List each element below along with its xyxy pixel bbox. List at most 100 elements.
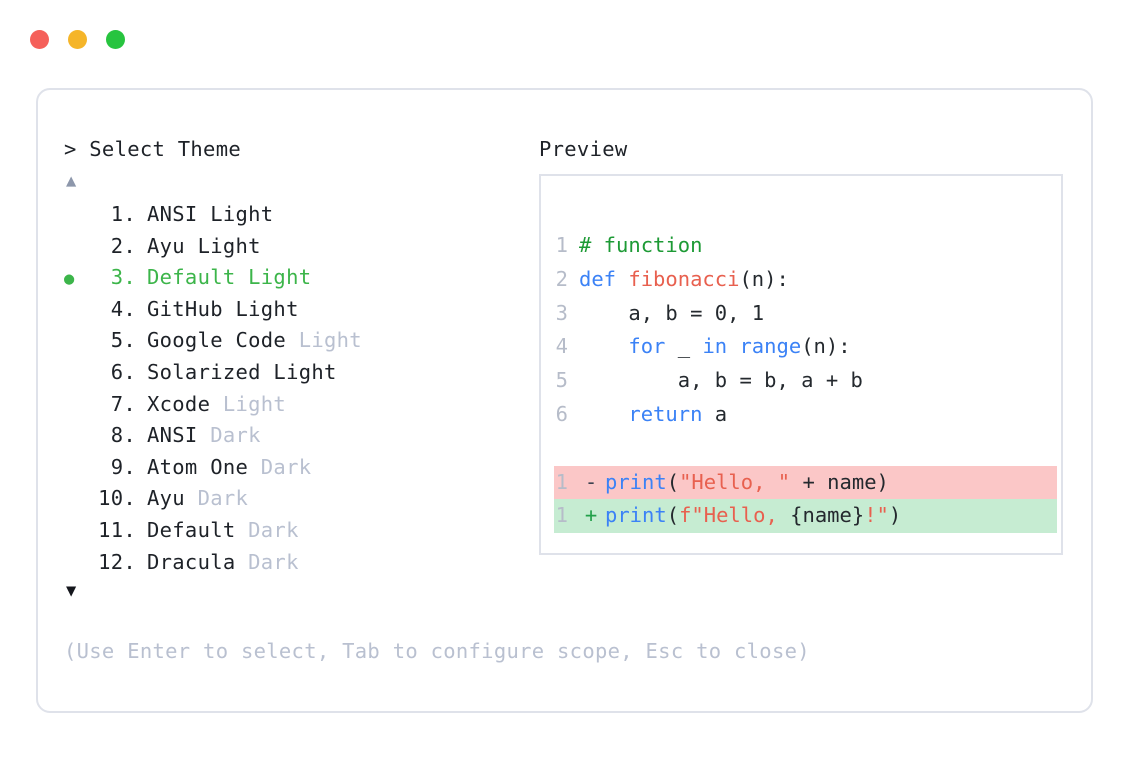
minimize-window-icon[interactable] xyxy=(68,29,87,49)
code-line: 4 for _ in range(n): xyxy=(554,330,1057,364)
theme-item-index: 6. xyxy=(110,359,136,384)
code-token: !" xyxy=(864,503,889,528)
theme-item-variant: Light xyxy=(235,265,312,290)
theme-item-index: 5. xyxy=(110,328,136,353)
theme-item-index: 1. xyxy=(110,202,136,226)
theme-item-index: 7. xyxy=(110,391,136,416)
code-line-number: 1 xyxy=(555,233,568,257)
theme-item-variant: Dark xyxy=(235,517,299,542)
theme-item-variant: Light xyxy=(260,359,337,384)
theme-item-name: ANSI xyxy=(147,423,198,448)
theme-list[interactable]: ●1.ANSI Light●2.Ayu Light●3.Default Ligh… xyxy=(64,199,534,578)
theme-item-name: Ayu xyxy=(147,486,185,511)
code-token: ( xyxy=(666,469,680,494)
selected-bullet-icon: ● xyxy=(64,296,90,328)
theme-list-item[interactable]: ●7.Xcode Light xyxy=(64,389,534,421)
plus-icon: + xyxy=(584,503,598,528)
theme-list-item[interactable]: ●9.Atom One Dark xyxy=(64,452,534,484)
code-line-source: for _ in range(n): xyxy=(579,330,851,364)
code-token xyxy=(579,334,628,358)
theme-item-name: Google Code xyxy=(147,328,287,353)
selected-bullet-icon: ● xyxy=(64,517,90,549)
theme-item-index: 4. xyxy=(110,296,136,321)
theme-item-variant: Light xyxy=(197,202,274,226)
close-window-icon[interactable] xyxy=(30,29,49,49)
diff-line-source: print(f"Hello, {name}!") xyxy=(605,499,901,533)
theme-item-variant: Dark xyxy=(197,423,261,448)
theme-list-item[interactable]: ● 4. GitHub Light xyxy=(64,294,534,326)
window-titlebar xyxy=(0,0,1129,78)
scroll-down-icon[interactable]: ▼ xyxy=(66,581,77,602)
theme-list-item[interactable]: ● 6. Solarized Light xyxy=(64,357,534,389)
code-token: "Hello, " xyxy=(679,469,791,494)
code-token: (n): xyxy=(739,266,789,291)
theme-list-item[interactable]: ●5.Google Code Light xyxy=(64,325,534,357)
theme-item-index: 10. xyxy=(98,486,136,511)
code-line: 3 a, b = 0, 1 xyxy=(554,297,1057,331)
code-token: (n): xyxy=(801,334,851,359)
theme-list-item[interactable]: ●1.ANSI Light xyxy=(64,199,534,231)
selected-bullet-icon: ● xyxy=(64,269,75,290)
scroll-up-icon[interactable]: ▲ xyxy=(66,171,77,191)
diff-line-removed: 1-print("Hello, " + name) xyxy=(554,465,1057,500)
selected-bullet-icon: ● xyxy=(64,327,90,359)
code-token xyxy=(579,402,628,426)
code-token: {name} xyxy=(790,503,865,528)
selected-bullet-icon: ● xyxy=(64,359,90,391)
selected-bullet-icon: ● xyxy=(64,233,90,265)
code-token: a, b = 0, 1 xyxy=(579,300,765,325)
theme-item-name: Dracula xyxy=(147,549,236,574)
code-line-source: a, b = b, a + b xyxy=(579,364,863,398)
card-columns: > Select Theme ▲ ● 1. ANSI Light ● 2. Ayu Lig… xyxy=(38,90,1091,711)
theme-item-index: 12. xyxy=(98,549,136,574)
theme-item-name: Ayu xyxy=(147,233,185,258)
theme-list-item[interactable]: ●11.Default Dark xyxy=(64,515,534,547)
theme-item-index: 9. xyxy=(110,454,136,479)
code-token: a xyxy=(702,401,728,426)
code-line-source: def fibonacci(n): xyxy=(579,263,789,297)
preview-title: Preview xyxy=(539,137,628,161)
code-line-number: 2 xyxy=(555,266,568,291)
code-line-number: 6 xyxy=(555,401,568,426)
maximize-window-icon[interactable] xyxy=(106,29,125,49)
code-token: a, b = b, a + b xyxy=(579,368,863,393)
theme-item-name: Solarized xyxy=(147,359,261,384)
theme-item-variant: Light xyxy=(184,233,261,258)
theme-list-item[interactable]: ●10.Ayu Dark xyxy=(64,483,534,515)
code-token: + name) xyxy=(790,469,889,494)
theme-item-name: ANSI xyxy=(147,202,198,226)
minus-icon: - xyxy=(584,469,598,494)
diff-line-number: 1 xyxy=(555,469,568,494)
diff-line-source: print("Hello, " + name) xyxy=(605,466,889,500)
theme-item-name: Default xyxy=(147,265,236,290)
select-theme-prompt: > Select Theme xyxy=(64,137,241,161)
theme-list-item[interactable]: ●8.ANSI Dark xyxy=(64,420,534,452)
theme-item-index: 2. xyxy=(110,233,136,258)
theme-item-name: Xcode xyxy=(147,391,211,416)
code-line: 2 def fibonacci(n): xyxy=(554,263,1057,297)
theme-item-variant: Dark xyxy=(248,454,312,479)
code-line: 5 a, b = b, a + b xyxy=(554,364,1057,398)
theme-selector-pane: > Select Theme ▲ ● 1. ANSI Light ● 2. Ayu Lig… xyxy=(64,136,534,602)
code-token: for xyxy=(628,334,666,359)
keyboard-hint: (Use Enter to select, Tab to configure s… xyxy=(64,639,810,663)
code-line-source: return a xyxy=(579,398,727,432)
theme-list-item[interactable]: ●12.Dracula Dark xyxy=(64,547,534,579)
theme-list-item[interactable]: ●3.Default Light xyxy=(64,262,534,294)
theme-item-variant: Light xyxy=(210,391,287,416)
code-spacer xyxy=(554,432,1057,466)
code-line-number: 4 xyxy=(555,334,568,359)
theme-item-name: Default xyxy=(147,517,236,542)
selected-bullet-icon: ● xyxy=(64,454,90,486)
code-token: ) xyxy=(888,503,902,528)
theme-item-name: GitHub xyxy=(147,296,223,321)
code-token: def xyxy=(579,266,629,291)
code-token: f"Hello, xyxy=(679,503,791,528)
code-line-number: 5 xyxy=(555,368,568,393)
theme-item-variant: Light xyxy=(222,296,299,321)
code-token: in xyxy=(702,334,728,359)
theme-list-item[interactable]: ● 2. Ayu Light xyxy=(64,231,534,263)
